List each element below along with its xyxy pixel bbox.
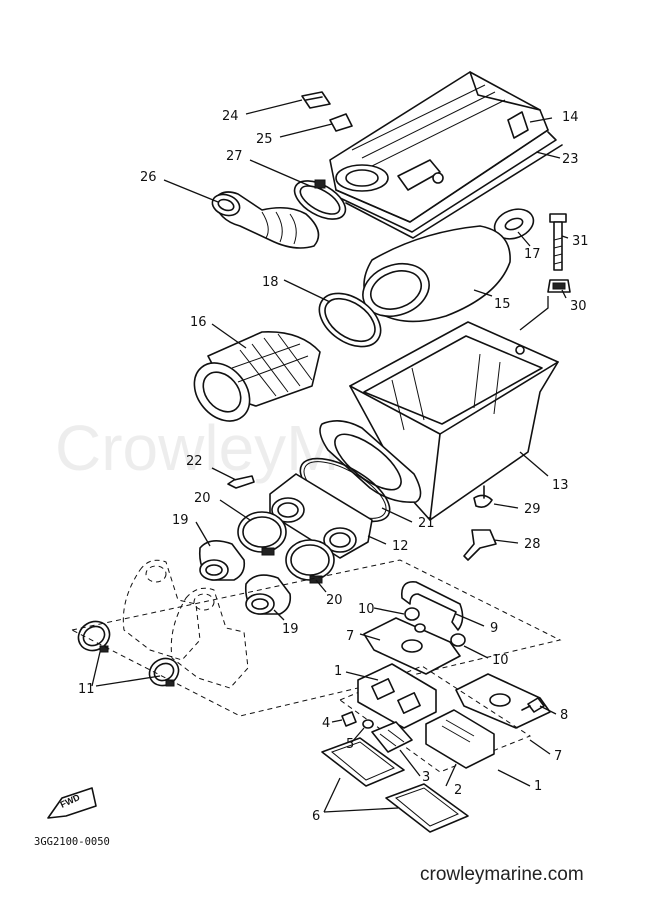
callout-7b: 7 bbox=[554, 749, 562, 764]
assembly-boundary-intake bbox=[70, 559, 562, 717]
part-reed-petal-3 bbox=[371, 721, 413, 753]
callout-6: 6 bbox=[312, 809, 320, 824]
callout-31: 31 bbox=[572, 234, 589, 249]
part-element-guide-16 bbox=[193, 331, 321, 422]
callout-17: 17 bbox=[524, 247, 541, 262]
part-clip-10a bbox=[404, 607, 420, 621]
part-bolt-31 bbox=[549, 213, 567, 271]
callout-4: 4 bbox=[322, 716, 330, 731]
carburetor-phantom bbox=[122, 559, 249, 689]
part-gasket-6a bbox=[321, 737, 405, 787]
callout-29: 29 bbox=[524, 502, 541, 517]
part-hose-9 bbox=[400, 581, 464, 631]
callout-27: 27 bbox=[226, 149, 243, 164]
part-cover-seal bbox=[339, 131, 563, 239]
drawing-code: 3GG2100-0050 bbox=[34, 836, 110, 848]
part-screw-22 bbox=[227, 475, 255, 489]
part-collar-30 bbox=[547, 279, 571, 293]
part-bolt-8 bbox=[521, 697, 545, 713]
callout-13: 13 bbox=[552, 478, 569, 493]
part-carb-joint-19b bbox=[244, 574, 292, 615]
part-washer-5 bbox=[362, 719, 374, 729]
callout-16: 16 bbox=[190, 315, 207, 330]
callout-23: 23 bbox=[562, 152, 579, 167]
callout-5: 5 bbox=[346, 737, 354, 752]
part-hose-clamp-27 bbox=[293, 179, 347, 220]
part-reed-valve-2 bbox=[425, 709, 495, 769]
part-carb-joint-19a bbox=[198, 540, 246, 581]
part-clip-10b bbox=[450, 633, 466, 647]
callout-8: 8 bbox=[560, 708, 568, 723]
callout-21: 21 bbox=[418, 516, 435, 531]
part-clamp-20a bbox=[237, 511, 287, 556]
part-clip-29 bbox=[473, 485, 493, 508]
callout-19a: 19 bbox=[172, 513, 189, 528]
callout-10a: 10 bbox=[358, 602, 375, 617]
assembly-boundary-reed bbox=[338, 665, 532, 773]
callout-3: 3 bbox=[422, 770, 430, 785]
callout-18: 18 bbox=[262, 275, 279, 290]
callout-24: 24 bbox=[222, 109, 239, 124]
part-clamp-20b bbox=[285, 539, 335, 584]
callout-15: 15 bbox=[494, 297, 511, 312]
part-clip-25 bbox=[329, 113, 353, 132]
part-valve-cover-7b bbox=[455, 673, 551, 729]
part-valve-cover-7a bbox=[363, 617, 461, 675]
callout-12: 12 bbox=[392, 539, 409, 554]
callout-14: 14 bbox=[562, 110, 579, 125]
part-intake-joint-26 bbox=[211, 191, 320, 249]
callout-28: 28 bbox=[524, 537, 541, 552]
part-airbox-cover bbox=[329, 71, 549, 223]
callout-7a: 7 bbox=[346, 629, 354, 644]
part-screw-4 bbox=[341, 711, 357, 727]
callout-9: 9 bbox=[490, 621, 498, 636]
part-airbox-body-13 bbox=[319, 321, 559, 521]
callout-30: 30 bbox=[570, 299, 587, 314]
callout-20b: 20 bbox=[326, 593, 343, 608]
part-gasket-6b bbox=[385, 783, 469, 833]
part-filter-element-15 bbox=[362, 225, 511, 323]
leader-lines bbox=[91, 99, 569, 813]
callout-20a: 20 bbox=[194, 491, 211, 506]
part-ring-18 bbox=[318, 292, 382, 348]
callout-2: 2 bbox=[454, 783, 462, 798]
callout-1b: 1 bbox=[534, 779, 542, 794]
callout-19b: 19 bbox=[282, 622, 299, 637]
callout-25: 25 bbox=[256, 132, 273, 147]
callout-11: 11 bbox=[78, 682, 95, 697]
callout-22: 22 bbox=[186, 454, 203, 469]
footer-url[interactable]: crowleymarine.com bbox=[420, 864, 584, 885]
callout-labels: 24 25 27 26 14 23 31 17 30 18 15 16 13 2… bbox=[78, 109, 589, 824]
part-drain-28 bbox=[463, 529, 497, 561]
fwd-arrow-icon: FWD bbox=[47, 787, 97, 819]
callout-1a: 1 bbox=[334, 664, 342, 679]
callout-10b: 10 bbox=[492, 653, 509, 668]
callout-26: 26 bbox=[140, 170, 157, 185]
part-clip-24 bbox=[301, 91, 331, 109]
part-intake-joint-12 bbox=[269, 473, 373, 559]
